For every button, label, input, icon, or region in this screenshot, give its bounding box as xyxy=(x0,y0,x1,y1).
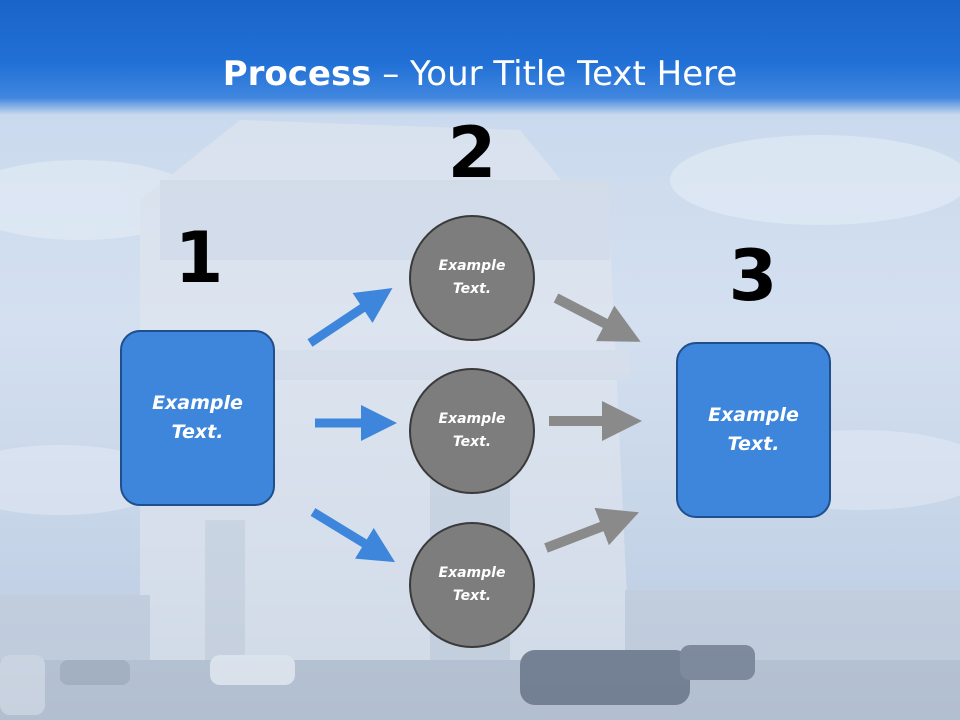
arrow-left-to-top xyxy=(307,288,393,347)
step-number-3: 3 xyxy=(728,235,778,317)
arrow-top-to-right xyxy=(553,293,641,342)
step-number-1: 1 xyxy=(174,217,224,299)
title-bar xyxy=(0,0,960,115)
arrow-left-to-bottom xyxy=(310,508,396,563)
arrow-bottom-to-right xyxy=(544,507,640,553)
slide-title: Process – Your Title Text Here xyxy=(0,52,960,96)
left-step-box: Example Text. xyxy=(120,330,275,506)
step-number-2: 2 xyxy=(447,112,497,194)
circle-bottom: Example Text. xyxy=(409,522,535,648)
title-rest: – Your Title Text Here xyxy=(371,54,738,94)
circle-middle: Example Text. xyxy=(409,368,535,494)
title-bold: Process xyxy=(222,54,372,94)
circle-top: Example Text. xyxy=(409,215,535,341)
right-step-box: Example Text. xyxy=(676,342,831,518)
